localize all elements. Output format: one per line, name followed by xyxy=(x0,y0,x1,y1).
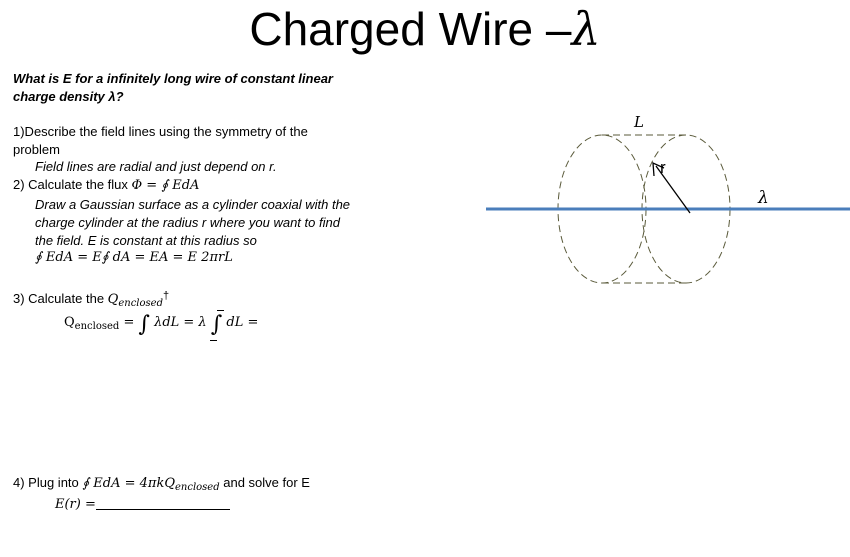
step3-q-subscript: enclosed xyxy=(118,298,163,309)
step2-answer-line-3: the field. E is constant at this radius … xyxy=(35,233,257,248)
length-label: L xyxy=(633,113,644,131)
step3-eq-subscript: enclosed xyxy=(74,321,120,332)
step4-subscript: enclosed xyxy=(175,482,220,493)
step4-result: E(r) = xyxy=(55,495,230,513)
step1-heading-line-1: 1)Describe the field lines using the sym… xyxy=(13,124,308,139)
step4-heading: 4) Plug into ∮ EdA = 4πkQenclosed and so… xyxy=(13,474,310,497)
page-title: Charged Wire –λ xyxy=(0,2,850,56)
radius-arrow xyxy=(655,165,691,214)
step4-result-label: E(r) = xyxy=(55,497,96,512)
integral-sign-1: ∫ xyxy=(138,312,150,337)
step3-dagger-mark: † xyxy=(162,290,170,302)
step2-answer-line-2: charge cylinder at the radius r where yo… xyxy=(35,215,340,230)
answer-blank-line xyxy=(95,497,230,510)
title-lambda-symbol: λ xyxy=(571,2,601,56)
step1-heading-line-2: problem xyxy=(13,142,60,157)
radius-label: r xyxy=(660,158,666,177)
step4-equation: ∮ EdA = 4πkQ xyxy=(82,476,175,491)
step1-answer: Field lines are radial and just depend o… xyxy=(35,159,277,174)
step3-eq-body-1: λdL = λ xyxy=(149,315,211,330)
step2-flux-equation: Φ = ∮ EdA xyxy=(131,178,200,193)
step3-heading-text: 3) Calculate the xyxy=(13,291,108,306)
step3-equation: Qenclosed = ∫ λdL = λ ∫ dL = xyxy=(64,310,259,341)
integral-with-limits: ∫ xyxy=(209,310,224,341)
lambda-label: λ xyxy=(757,188,769,208)
step2-answer-line-1: Draw a Gaussian surface as a cylinder co… xyxy=(35,197,351,212)
step2-heading: 2) Calculate the flux Φ = ∮ EdA xyxy=(13,176,199,195)
step3-eq-q: Q xyxy=(64,315,75,330)
title-text: Charged Wire – xyxy=(249,3,572,55)
step4-prefix: 4) Plug into xyxy=(13,475,83,490)
step3-eq-body-2: dL = xyxy=(222,315,259,330)
step2-heading-text: 2) Calculate the flux xyxy=(13,177,132,192)
radius-arrowhead xyxy=(652,161,665,177)
step3-q-symbol: Q xyxy=(107,292,119,307)
step2-gauss-equation: ∮ EdA = E∮ dA = EA = E 2πrL xyxy=(35,250,233,265)
question-line-1: What is E for a infinitely long wire of … xyxy=(13,71,333,86)
lower-limit-line xyxy=(209,340,217,341)
upper-limit-line xyxy=(216,310,224,311)
step3-eq-equals: = xyxy=(119,315,139,330)
step3-heading: 3) Calculate the Qenclosed† xyxy=(13,287,169,313)
question: What is E for a infinitely long wire of … xyxy=(13,70,373,106)
question-line-2: charge density λ? xyxy=(13,89,124,104)
step4-suffix: and solve for E xyxy=(219,475,310,490)
integral-sign-2: ∫ xyxy=(210,312,223,337)
